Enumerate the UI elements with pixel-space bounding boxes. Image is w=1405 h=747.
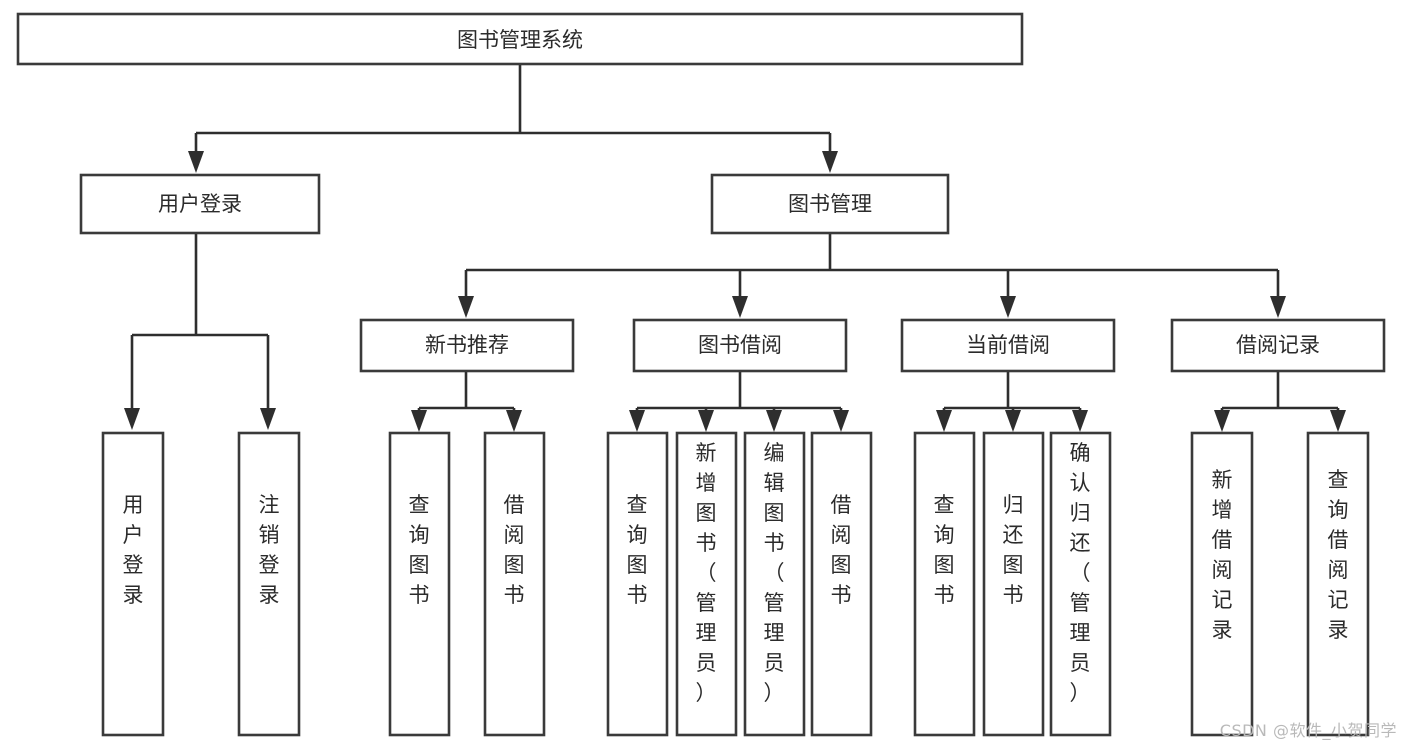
arrow-new-book-recommend (458, 296, 474, 318)
leaf-query-record[interactable]: 查询借阅记录 (1306, 431, 1370, 737)
leaf-user-login[interactable]: 用户登录 (101, 431, 165, 737)
leaf-confirm-return-box[interactable] (1049, 431, 1112, 737)
node-book-management-label: 图书管理 (788, 192, 872, 216)
leaf-borrow-book-1-label: 借阅图书 (504, 493, 525, 607)
arrow-user-login (188, 151, 204, 173)
connector-layer (124, 64, 1346, 432)
node-new-book-recommend-label: 新书推荐 (425, 333, 509, 357)
node-book-management[interactable]: 图书管理 (710, 173, 950, 235)
leaf-borrow-book-1-box[interactable] (483, 431, 546, 737)
leaf-add-record-box[interactable] (1190, 431, 1254, 737)
arrow-leaf-query-record (1330, 410, 1346, 432)
leaf-query-record-box[interactable] (1306, 431, 1370, 737)
leaf-query-book-3-box[interactable] (913, 431, 976, 737)
leaf-borrow-book-2-label: 借阅图书 (831, 493, 852, 607)
leaf-user-login-label: 用户登录 (123, 493, 144, 607)
arrow-leaf-add-book (698, 410, 714, 432)
leaf-borrow-book-1[interactable]: 借阅图书 (483, 431, 546, 737)
node-user-login-box[interactable] (79, 173, 321, 235)
leaf-add-book-label: 新增图书（管理员） (696, 441, 717, 705)
node-new-book-recommend[interactable]: 新书推荐 (359, 318, 575, 373)
node-borrow-record-box[interactable] (1170, 318, 1386, 373)
arrow-leaf-query-book-3 (936, 410, 952, 432)
leaf-add-book-box[interactable] (675, 431, 738, 737)
leaf-borrow-book-2[interactable]: 借阅图书 (810, 431, 873, 737)
leaf-logout-login-label: 注销登录 (259, 493, 280, 607)
arrow-book-management (822, 151, 838, 173)
arrow-leaf-query-book-2 (629, 410, 645, 432)
leaf-edit-book-label: 编辑图书（管理员） (764, 441, 785, 705)
node-current-borrow[interactable]: 当前借阅 (900, 318, 1116, 373)
arrow-current-borrow (1000, 296, 1016, 318)
arrow-leaf-logout-login (260, 408, 276, 430)
node-user-login-label: 用户登录 (158, 192, 242, 216)
leaf-query-book-2-label: 查询图书 (627, 493, 648, 607)
arrow-book-borrow (732, 296, 748, 318)
leaf-logout-login-box[interactable] (237, 431, 301, 737)
leaf-logout-login[interactable]: 注销登录 (237, 431, 301, 737)
leaf-add-record[interactable]: 新增借阅记录 (1190, 431, 1254, 737)
arrow-leaf-confirm-return (1072, 410, 1088, 432)
arrow-leaf-add-record (1214, 410, 1230, 432)
leaf-query-book-3[interactable]: 查询图书 (913, 431, 976, 737)
leaf-confirm-return[interactable]: 确认归还（管理员） (1049, 431, 1112, 737)
node-borrow-record-label: 借阅记录 (1236, 333, 1320, 357)
leaf-return-book-box[interactable] (982, 431, 1045, 737)
node-current-borrow-box[interactable] (900, 318, 1116, 373)
arrow-leaf-borrow-book-2 (833, 410, 849, 432)
leaf-query-book-3-label: 查询图书 (934, 493, 955, 607)
node-new-book-recommend-box[interactable] (359, 318, 575, 373)
leaf-query-book-2[interactable]: 查询图书 (606, 431, 669, 737)
arrow-leaf-query-book-1 (411, 410, 427, 432)
node-book-borrow[interactable]: 图书借阅 (632, 318, 848, 373)
arrow-borrow-record (1270, 296, 1286, 318)
node-root-box[interactable] (16, 12, 1024, 66)
node-book-borrow-label: 图书借阅 (698, 333, 782, 357)
arrow-leaf-return-book (1005, 410, 1021, 432)
leaf-add-book[interactable]: 新增图书（管理员） (675, 431, 738, 737)
leaf-query-book-1-box[interactable] (388, 431, 451, 737)
leaf-confirm-return-label: 确认归还（管理员） (1070, 441, 1091, 705)
node-root-label: 图书管理系统 (457, 28, 583, 52)
leaf-query-record-label: 查询借阅记录 (1328, 468, 1349, 642)
node-book-borrow-box[interactable] (632, 318, 848, 373)
node-borrow-record[interactable]: 借阅记录 (1170, 318, 1386, 373)
leaf-query-book-1-label: 查询图书 (409, 493, 430, 607)
leaf-query-book-1[interactable]: 查询图书 (388, 431, 451, 737)
arrow-leaf-edit-book (766, 410, 782, 432)
leaf-edit-book-box[interactable] (743, 431, 806, 737)
node-root[interactable]: 图书管理系统 (16, 12, 1024, 66)
leaf-user-login-box[interactable] (101, 431, 165, 737)
arrow-leaf-borrow-book-1 (506, 410, 522, 432)
node-user-login[interactable]: 用户登录 (79, 173, 321, 235)
node-current-borrow-label: 当前借阅 (966, 333, 1050, 357)
arrow-leaf-user-login (124, 408, 140, 430)
node-book-management-box[interactable] (710, 173, 950, 235)
leaf-query-book-2-box[interactable] (606, 431, 669, 737)
leaf-return-book[interactable]: 归还图书 (982, 431, 1045, 737)
leaf-return-book-label: 归还图书 (1003, 493, 1024, 607)
leaf-borrow-book-2-box[interactable] (810, 431, 873, 737)
leaf-add-record-label: 新增借阅记录 (1212, 468, 1233, 642)
leaf-edit-book[interactable]: 编辑图书（管理员） (743, 431, 806, 737)
